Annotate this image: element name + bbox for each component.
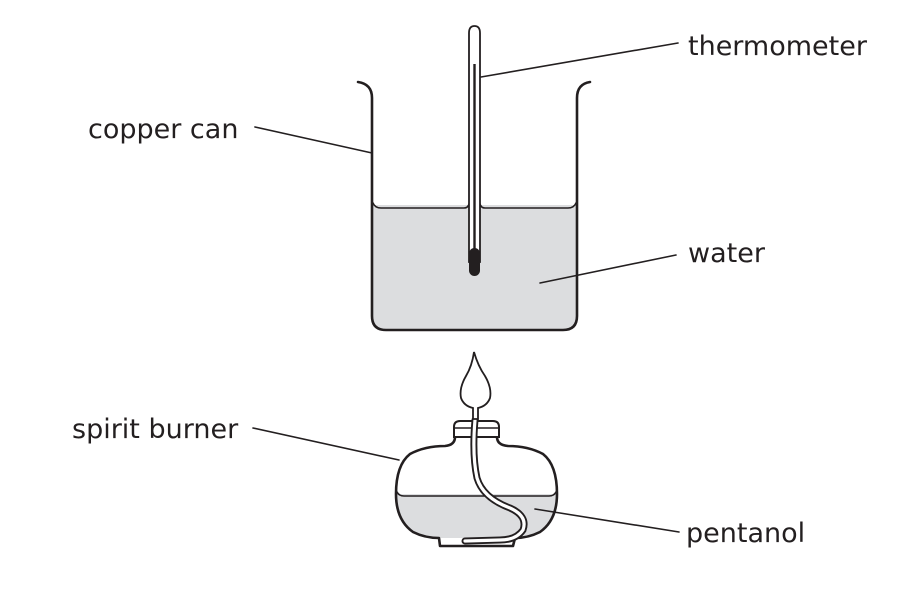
burner-body bbox=[394, 435, 559, 548]
thermometer bbox=[468, 25, 481, 276]
water-surface bbox=[372, 202, 470, 209]
wick-inner bbox=[463, 418, 526, 543]
copper-can-leader-line bbox=[254, 126, 373, 154]
thermometer-leader-line bbox=[480, 42, 679, 78]
water-surface bbox=[479, 202, 577, 209]
label-thermometer: thermometer bbox=[688, 31, 868, 62]
label-pentanol: pentanol bbox=[686, 518, 805, 549]
pentanol-fill bbox=[395, 494, 558, 538]
can-outline bbox=[356, 80, 592, 332]
label-copper-can: copper can bbox=[88, 114, 238, 145]
label-spirit-burner: spirit burner bbox=[72, 414, 239, 445]
water-leader-line bbox=[539, 254, 677, 284]
pentanol-leader-line bbox=[534, 508, 680, 533]
flame bbox=[459, 351, 492, 420]
pentanol-surface bbox=[396, 491, 557, 497]
spirit-burner-leader-line bbox=[252, 427, 400, 461]
spirit-burner bbox=[394, 351, 559, 548]
label-water: water bbox=[688, 238, 766, 269]
thermometer-bulb bbox=[469, 248, 480, 276]
